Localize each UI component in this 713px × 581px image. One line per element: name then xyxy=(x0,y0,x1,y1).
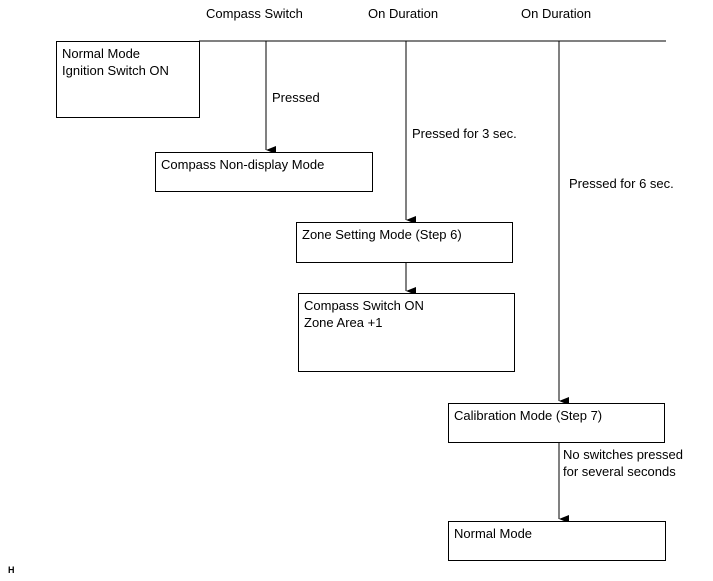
zone-setting-box: Zone Setting Mode (Step 6) xyxy=(296,222,513,263)
header-on-duration-2: On Duration xyxy=(521,6,592,21)
normal-mode-start-box: Normal Mode Ignition Switch ON xyxy=(56,41,200,118)
no-switches-line-2: for several seconds xyxy=(563,464,676,479)
compass-non-display-label: Compass Non-display Mode xyxy=(161,157,325,172)
no-switches-label: No switches pressed for several seconds xyxy=(563,446,683,480)
zone-area-label: Zone Area +1 xyxy=(304,315,383,330)
no-switches-line-1: No switches pressed xyxy=(563,447,683,462)
ignition-switch-label: Ignition Switch ON xyxy=(62,63,169,78)
header-compass-switch: Compass Switch xyxy=(206,6,303,21)
pressed-6-sec-label: Pressed for 6 sec. xyxy=(569,176,674,191)
zone-area-box: Compass Switch ON Zone Area +1 xyxy=(298,293,515,372)
compass-non-display-box: Compass Non-display Mode xyxy=(155,152,373,192)
calibration-mode-label: Calibration Mode (Step 7) xyxy=(454,408,603,423)
corner-mark: H xyxy=(8,565,15,575)
header-on-duration-1: On Duration xyxy=(368,6,439,21)
calibration-mode-box: Calibration Mode (Step 7) xyxy=(448,403,665,443)
normal-mode-end-box: Normal Mode xyxy=(448,521,666,561)
normal-mode-label: Normal Mode xyxy=(62,46,141,61)
pressed-3-sec-label: Pressed for 3 sec. xyxy=(412,126,517,141)
compass-switch-on-label: Compass Switch ON xyxy=(304,298,424,313)
normal-mode-end-label: Normal Mode xyxy=(454,526,533,541)
zone-setting-label: Zone Setting Mode (Step 6) xyxy=(302,227,462,242)
pressed-label: Pressed xyxy=(272,90,320,105)
